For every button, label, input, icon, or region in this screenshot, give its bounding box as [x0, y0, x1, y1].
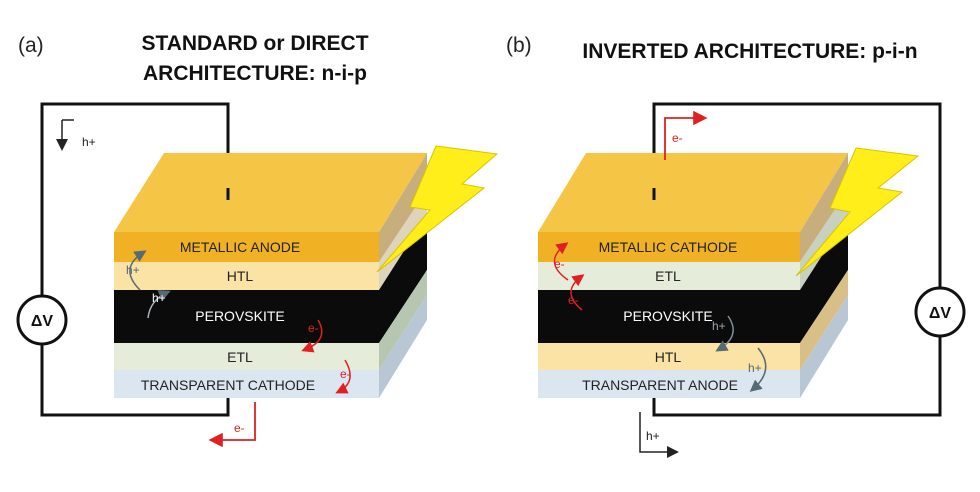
panel-b-label-cathode: METALLIC CATHODE — [599, 239, 738, 255]
panel-b-htl-side — [800, 270, 848, 370]
panel-b-voltmeter-icon — [914, 286, 966, 338]
panel-a-voltage-label: ΔV — [31, 313, 54, 330]
panel-b-hole-arrow-wire — [639, 412, 679, 458]
panel-a-hole-arrow-perovskite — [147, 290, 171, 319]
panel-a-title-line2: ARCHITECTURE: n-i-p — [143, 62, 367, 85]
panel-b-electron-arrow-etl — [553, 242, 569, 281]
panel-b-label-anode: TRANSPARENT ANODE — [582, 377, 738, 393]
panel-b-electron-arrow-perovskite — [570, 274, 585, 311]
panel-b-hole-arrow-anode — [749, 347, 767, 392]
panel-b-etl-side — [800, 190, 848, 290]
panel-a-label-htl: HTL — [227, 268, 254, 284]
panel-a-circuit-wire — [40, 102, 230, 417]
panel-a-electron-label-wire: e- — [234, 421, 245, 435]
panel-a-hole-arrow-htl — [129, 250, 147, 291]
panel-a-label-cathode: TRANSPARENT CATHODE — [141, 377, 315, 393]
panel-b-electron-label-perovskite: e- — [568, 293, 579, 307]
panel-b-label-etl: ETL — [655, 268, 681, 284]
panel-a-anode-side — [379, 153, 427, 262]
panel-a-electron-label-etl: e- — [308, 321, 319, 335]
panel-b-layer-perovskite — [538, 290, 800, 343]
panel-a-electron-arrow-cathode — [335, 359, 351, 394]
panel-b-hole-arrow-htl — [715, 315, 734, 352]
panel-b-hole-label-htl: h+ — [712, 319, 726, 333]
panel-a: (a) STANDARD or DIRECT ARCHITECTURE: n-i… — [16, 32, 499, 448]
panel-b-cathode-top-face — [538, 153, 848, 232]
panel-a-perovskite-side — [379, 215, 427, 343]
panel-a-title-line1: STANDARD or DIRECT — [141, 32, 368, 55]
panel-b-voltage-label: ΔV — [929, 305, 952, 322]
panel-a-lightning-icon — [376, 145, 499, 273]
panel-b-layer-cathode — [538, 232, 800, 262]
panel-a-letter: (a) — [18, 34, 44, 57]
panel-a-cathode-side — [379, 295, 427, 398]
panel-a-electron-label-cathode: e- — [340, 367, 351, 381]
panel-a-voltmeter-icon — [16, 294, 68, 346]
panel-a-layer-cathode — [114, 370, 379, 398]
panel-b-label-perovskite: PEROVSKITE — [623, 308, 712, 324]
panel-b: (b) INVERTED ARCHITECTURE: p-i-n METALLI… — [506, 34, 966, 458]
panel-b-title: INVERTED ARCHITECTURE: p-i-n — [582, 40, 917, 63]
panel-a-anode-top-face — [114, 153, 427, 232]
panel-a-electron-arrow-etl — [301, 319, 323, 353]
panel-a-htl-side — [379, 190, 427, 290]
panel-b-hole-label-anode: h+ — [748, 361, 762, 375]
panel-a-hole-label-htl: h+ — [126, 263, 140, 277]
panel-a-hole-label-perovskite: h+ — [152, 291, 166, 305]
panel-a-label-etl: ETL — [227, 349, 253, 365]
panel-b-cathode-side — [800, 153, 848, 262]
panel-b-label-htl: HTL — [655, 349, 682, 365]
panel-b-electron-label-etl: e- — [554, 257, 565, 271]
panel-a-layer-anode — [114, 232, 379, 262]
panel-a-label-perovskite: PEROVSKITE — [195, 308, 284, 324]
panel-b-lightning-icon — [795, 147, 920, 277]
panel-b-circuit-wire — [652, 102, 942, 417]
panel-a-etl-side — [379, 270, 427, 370]
panel-a-label-anode: METALLIC ANODE — [180, 239, 300, 255]
panel-b-letter: (b) — [506, 34, 532, 57]
panel-b-anode-side — [800, 295, 848, 398]
panel-b-perovskite-side — [800, 215, 848, 343]
panel-b-electron-arrow-wire — [664, 110, 708, 160]
panel-a-electron-arrow-wire — [208, 402, 256, 448]
panel-b-electron-label-wire: e- — [672, 131, 683, 145]
panel-b-hole-label-wire: h+ — [646, 429, 660, 443]
panel-a-layer-etl — [114, 343, 379, 370]
panel-a-hole-label-wire: h+ — [82, 135, 96, 149]
panel-a-layer-htl — [114, 262, 379, 290]
panel-b-layer-htl — [538, 343, 800, 370]
